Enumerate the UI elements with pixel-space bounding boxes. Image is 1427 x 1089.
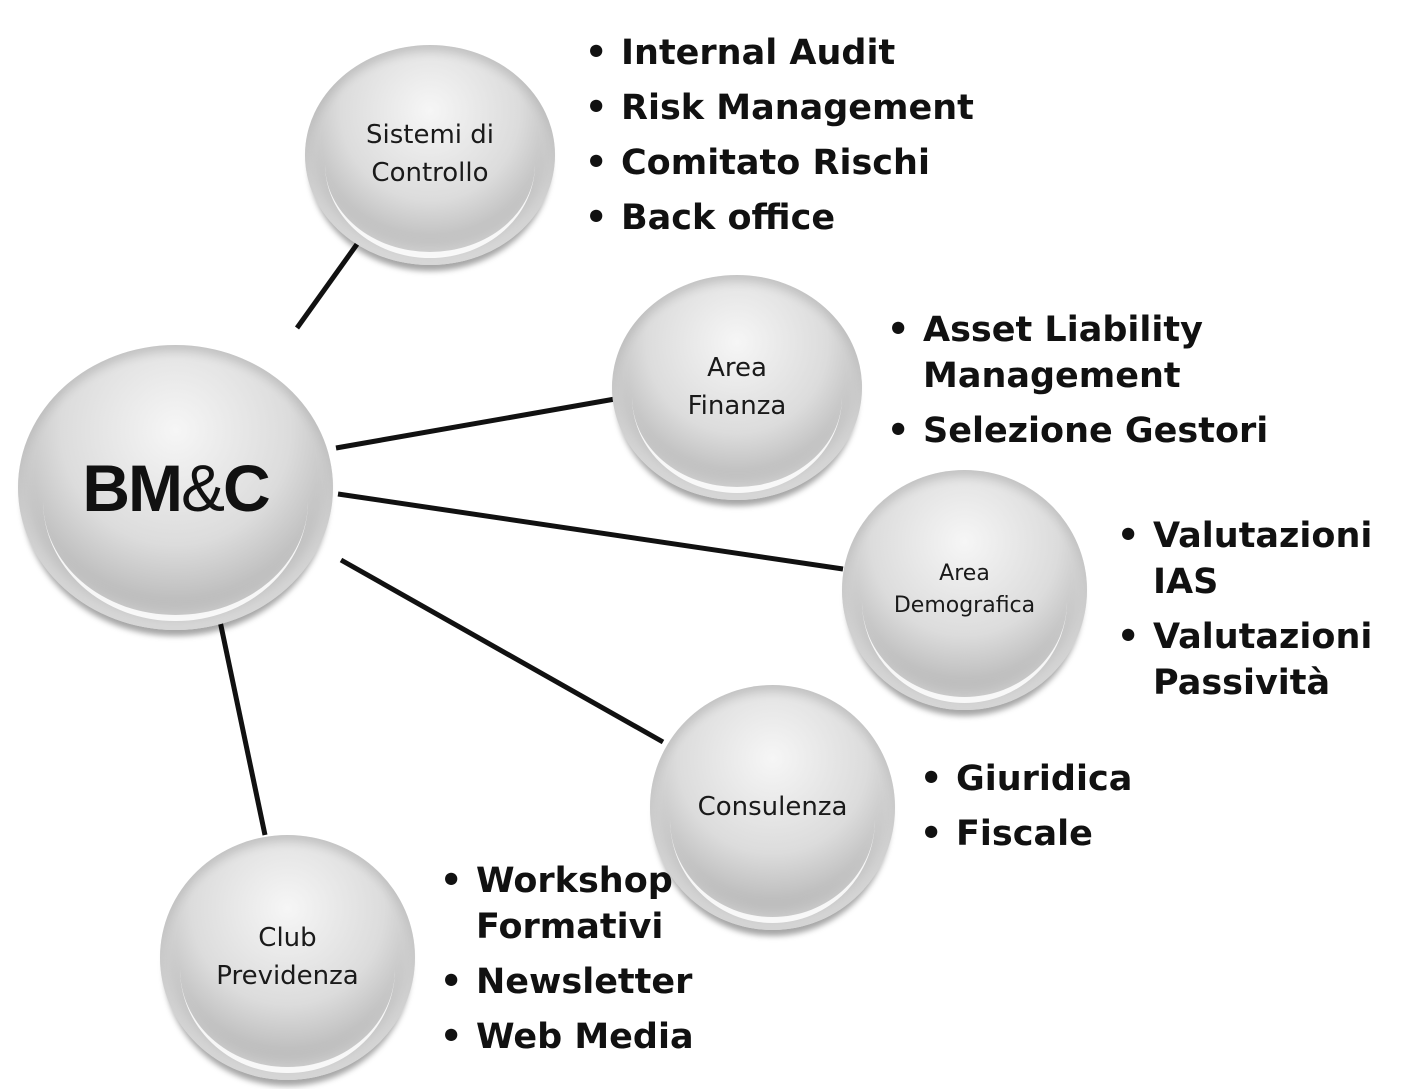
- node-label-finanza: Area Finanza: [687, 352, 787, 421]
- list-finanza: Asset Liability Management Selezione Ges…: [887, 307, 1268, 463]
- list-item: Risk Management: [585, 85, 974, 131]
- node-label-sistemi: Sistemi di Controllo: [365, 120, 494, 188]
- center-node-bmc: BM&C: [18, 345, 333, 630]
- link-finanza: [335, 396, 616, 451]
- link-demografica: [337, 491, 844, 572]
- link-consulenza: [339, 557, 665, 745]
- list-item: Newsletter: [440, 959, 694, 1005]
- link-club: [217, 620, 268, 836]
- list-demografica: Valutazioni IAS Valutazioni Passività: [1117, 513, 1427, 715]
- list-consulenza: Giuridica Fiscale: [920, 756, 1132, 866]
- node-area-finanza: Area Finanza: [612, 275, 862, 500]
- list-sistemi: Internal Audit Risk Management Comitato …: [585, 30, 974, 250]
- node-area-demografica: Area Demografica: [842, 470, 1087, 710]
- list-item: Comitato Rischi: [585, 140, 974, 186]
- list-item: Giuridica: [920, 756, 1132, 802]
- list-club: Workshop Formativi Newsletter Web Media: [440, 858, 694, 1069]
- list-item: Valutazioni Passività: [1117, 614, 1427, 706]
- list-item: Internal Audit: [585, 30, 974, 76]
- bmc-logo: BM&C: [82, 450, 270, 525]
- list-item: Selezione Gestori: [887, 408, 1268, 454]
- list-item: Valutazioni IAS: [1117, 513, 1427, 605]
- list-item: Asset Liability Management: [887, 307, 1268, 399]
- link-sistemi: [294, 238, 363, 330]
- list-item: Back office: [585, 195, 974, 241]
- node-club-previdenza: Club Previdenza: [160, 835, 415, 1080]
- node-sistemi-di-controllo: Sistemi di Controllo: [305, 45, 555, 265]
- list-item: Fiscale: [920, 811, 1132, 857]
- node-label-club: Club Previdenza: [216, 922, 359, 991]
- node-label-demografica: Area Demografica: [893, 561, 1036, 618]
- list-item: Web Media: [440, 1014, 694, 1060]
- node-label-consulenza: Consulenza: [697, 791, 848, 822]
- list-item: Workshop Formativi: [440, 858, 694, 950]
